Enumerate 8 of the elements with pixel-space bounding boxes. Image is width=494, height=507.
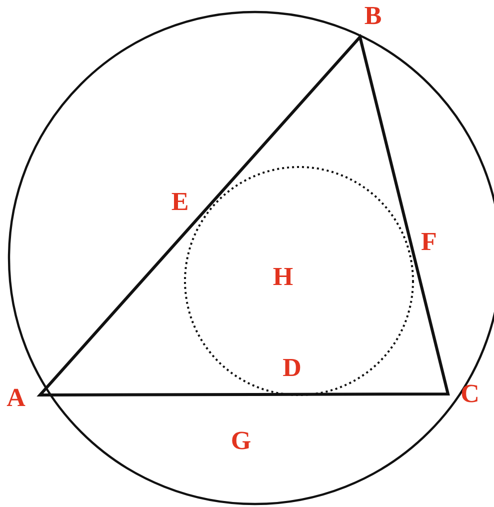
point-label: G xyxy=(230,428,252,454)
point-label: F xyxy=(421,229,437,255)
point-label: C xyxy=(460,381,480,407)
point-label: A xyxy=(6,385,26,411)
point-label: E xyxy=(171,189,189,215)
point-label: H xyxy=(272,264,294,290)
point-label: B xyxy=(364,3,382,29)
point-label: D xyxy=(282,355,302,381)
